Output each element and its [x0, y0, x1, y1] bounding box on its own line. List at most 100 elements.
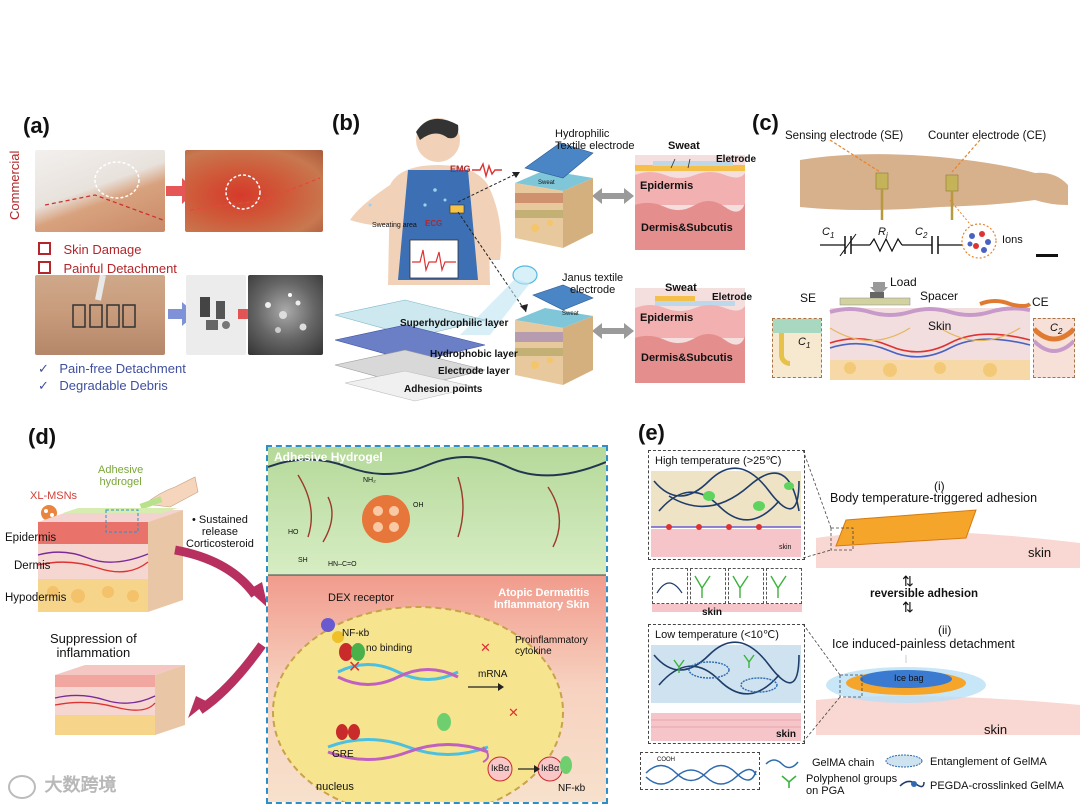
ecg-label: ECG — [425, 219, 443, 228]
sweat-label-lower: Sweat — [665, 282, 697, 294]
checkbox-empty-icon — [38, 242, 51, 256]
skin-section-upper — [635, 155, 745, 250]
chain-zoom-box: COOH — [640, 752, 760, 790]
sweating-area-label: Sweating area — [372, 222, 417, 229]
watermark: 大数跨境 — [8, 775, 116, 799]
sustained-release-label: • Sustained release Corticosteroid — [186, 514, 254, 551]
nfkb-label-2: NF-κb — [558, 783, 586, 794]
skin-bar-label-2: skin — [776, 729, 797, 740]
high-temp-box: High temperature (>25℃) skin — [648, 450, 805, 560]
high-temp-network — [651, 467, 801, 557]
chem-nh2-1: NH₂ — [363, 477, 376, 484]
low-temp-network — [651, 641, 801, 741]
adhesive-hydrogel-label: Adhesive hydrogel — [98, 464, 144, 489]
skin-block-lower — [515, 284, 594, 385]
legend-pegda: PEGDA-crosslinked GelMA — [930, 780, 1064, 792]
panel-c: (c) Sensing electrode (SE) Counter elect… — [750, 100, 1080, 400]
skin-small-label-1: skin — [779, 544, 792, 551]
counter-electrode-label: Counter electrode (CE) — [928, 130, 1047, 142]
legend-polyphenol: Polyphenol groups on PGA — [806, 773, 898, 798]
sweat-label-upper: Sweat — [668, 140, 700, 152]
skin-damage-item: Skin Damage — [38, 240, 142, 258]
inset-c1 — [772, 318, 822, 378]
watermark-logo-icon — [8, 775, 36, 799]
gre-label: GRE — [332, 749, 354, 760]
adhesion-points-label: Adhesion points — [404, 384, 483, 395]
adhesion-illustration — [816, 509, 1080, 568]
nucleus-label: nucleus — [316, 781, 354, 793]
skin-section-lower — [635, 288, 745, 383]
ii-text: Ice induced-painless detachment — [832, 637, 1015, 651]
svg-text:✕: ✕ — [508, 705, 519, 720]
c1-label: C1 — [822, 226, 835, 241]
sensing-electrode-label: Sensing electrode (SE) — [785, 130, 904, 142]
ii-label: (ii) — [938, 623, 952, 637]
c2-label: C2 — [915, 226, 928, 241]
hypodermis-label-d: Hypodermis — [5, 592, 67, 604]
electrode-label-lower: Eletrode — [712, 292, 753, 303]
hydrophilic-label: Hydrophilic Textile electrode — [555, 128, 635, 153]
checkbox-empty-icon — [38, 261, 51, 275]
epidermis-label-lower: Epidermis — [640, 312, 694, 324]
ice-bag-illustration — [816, 655, 1080, 735]
nfkb-label: NF-κb — [342, 628, 370, 639]
epidermis-label-upper: Epidermis — [640, 180, 694, 192]
panel-d: (d) XL-MSNs Adhesive hydrogel • Sustaine… — [0, 410, 630, 810]
panel-b: (b) EMG Sweating area ECG — [330, 100, 756, 410]
orange-dashed-arrows — [829, 139, 981, 231]
low-temp-box: Low temperature (<10℃) skin — [648, 624, 805, 744]
emg-wave-icon — [472, 161, 502, 179]
panel-e: (e) High temperature (>25℃) skin s — [630, 410, 1080, 810]
ce-label: CE — [1032, 295, 1049, 309]
commercial-label: Commercial — [7, 150, 22, 220]
inset-c1-label: C1 — [798, 336, 811, 351]
proinflammatory-label: Proinflammatory cytokine — [515, 635, 588, 657]
hand-illustration — [139, 476, 199, 510]
electrode-arm-photo — [35, 275, 165, 355]
epidermis-label-d: Epidermis — [5, 532, 57, 544]
reversible-adhesion-label: reversible adhesion — [870, 588, 979, 600]
suppression-label: Suppression of inflammation — [50, 631, 137, 661]
checkmark-icon: ✓ — [38, 361, 49, 376]
panel-a: (a) Commercial Skin Damage Painful Detac… — [0, 0, 330, 400]
chem-ho-1: HO — [288, 529, 299, 536]
ions-icon — [961, 223, 997, 259]
mechanism-box: ✕ ✕ ✕ Adhesive Hydrogel Atopic Dermatiti… — [266, 445, 608, 804]
skin-block-d — [37, 508, 183, 612]
gelma-chain-icon — [765, 759, 799, 769]
patch-outline — [44, 161, 164, 221]
mrna-label: mRNA — [478, 669, 508, 680]
polyphenol-icon — [781, 775, 797, 788]
zoom-boxes — [652, 568, 802, 613]
panel-d-label: (d) — [28, 424, 57, 449]
ice-bag-label: Ice bag — [894, 673, 924, 683]
connector-lines — [802, 449, 841, 743]
dermis-label-upper: Dermis&Subcutis — [641, 222, 733, 234]
legend-gelma-chain: GelMA chain — [812, 757, 875, 769]
panel-b-label: (b) — [332, 110, 361, 135]
svg-text:✕: ✕ — [480, 640, 491, 655]
entanglement-icon — [885, 754, 923, 768]
svg-text:✕: ✕ — [348, 659, 361, 676]
janus-label: Janus textile electrode — [562, 272, 624, 297]
skin-schematic — [829, 292, 1032, 380]
emg-label: EMG — [450, 164, 471, 174]
panel-c-label: (c) — [752, 110, 779, 135]
legend-entanglement: Entanglement of GelMA — [930, 756, 1047, 768]
atopic-label: Atopic Dermatitis Inflammatory Skin — [494, 587, 590, 612]
no-binding-label: no binding — [366, 643, 413, 654]
superhydrophilic-label: Superhydrophilic layer — [400, 318, 509, 329]
ikba-label-1: IκBα — [491, 763, 510, 773]
load-label: Load — [890, 275, 917, 289]
chem-oh-1: OH — [413, 502, 424, 509]
degradable-text: Degradable Debris — [59, 378, 168, 393]
skin-block-upper — [515, 142, 594, 248]
pain-free-item: ✓ Pain-free Detachment — [38, 360, 186, 378]
skin-damage-photo — [185, 150, 323, 232]
degradable-item: ✓ Degradable Debris — [38, 377, 168, 395]
checkmark-icon: ✓ — [38, 378, 49, 393]
degradation-photo-2 — [248, 275, 323, 355]
inset-c2 — [1033, 318, 1075, 378]
skin-label-c: Skin — [928, 319, 952, 333]
forearm-photo — [800, 145, 1070, 220]
